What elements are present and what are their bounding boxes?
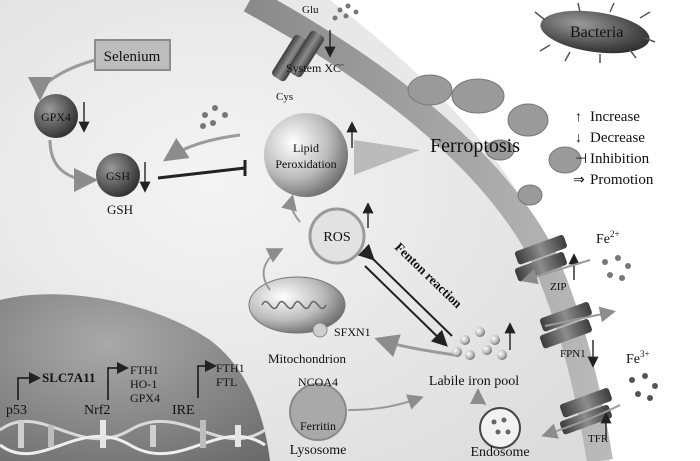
zip-import-arrow <box>521 259 591 285</box>
endosome-to-iron-arrow <box>470 388 487 406</box>
zip-label: ZIP <box>550 281 567 293</box>
slc7a11-label: SLC7A11 <box>42 370 95 385</box>
ncoa4-label: NCOA4 <box>298 375 338 389</box>
fe2-dots <box>602 255 631 281</box>
legend-symbol-decrease: ↓ <box>575 131 582 146</box>
ros-ball <box>308 207 366 265</box>
nrf2-target-3: GPX4 <box>130 391 160 405</box>
lysosome <box>289 383 347 441</box>
fe3-dots <box>629 373 658 401</box>
ferritin-label: Ferritin <box>300 419 336 433</box>
nrf2-target-2: HO-1 <box>130 377 157 391</box>
cell-membrane <box>243 0 613 461</box>
system-xc-label: System XC- <box>286 60 344 75</box>
endosome <box>479 407 521 449</box>
fpn1-label: FPN1 <box>560 348 586 360</box>
legend-label-promotion: Promotion <box>590 172 654 188</box>
gsh-inhibits-lipid-line <box>157 166 246 180</box>
gpx4-to-gsh-arrow <box>48 139 98 192</box>
ros-label: ROS <box>323 230 350 245</box>
legend-label-inhibition: Inhibition <box>590 151 650 167</box>
lipid-to-ferroptosis-arrow <box>354 140 420 175</box>
labile-iron-pool-label: Labile iron pool <box>429 374 519 389</box>
tfr-import-arrow <box>541 404 621 439</box>
gpx4-blob <box>34 94 78 138</box>
system-xc-transporter <box>272 30 324 82</box>
lysosome-to-iron-arrow <box>347 394 424 411</box>
fpn1-export-arrow <box>544 306 616 327</box>
iron-to-sfxn1-arrow <box>374 334 456 358</box>
mito-to-ros-arrow <box>262 248 284 291</box>
legend: ↑ Increase ↓ Decrease ⊣ Inhibition ⇒ Pro… <box>573 109 654 188</box>
p53-label: p53 <box>6 403 27 418</box>
dna-helix <box>0 419 266 456</box>
endosome-dots <box>491 417 511 435</box>
selenium-box <box>94 39 171 71</box>
glu-label: Glu <box>302 4 319 16</box>
ferroptosis-label: Ferroptosis <box>430 135 520 157</box>
lysosome-label: Lysosome <box>290 443 347 458</box>
bacteria-label: Bacteria <box>570 24 623 41</box>
lipid-label-1: Lipid <box>293 141 319 155</box>
nrf2-arrow <box>107 362 129 400</box>
gsh-label: GSH <box>106 169 130 183</box>
lipid-label-2: Peroxidation <box>275 157 336 171</box>
legend-symbol-increase: ↑ <box>575 110 582 125</box>
nrf2-label: Nrf2 <box>84 403 110 418</box>
p53-arrow <box>17 372 41 400</box>
tfr-label: TFR <box>588 433 609 445</box>
nrf2-target-1: FTH1 <box>130 363 159 377</box>
fenton-arrow-up <box>357 243 453 337</box>
mitochondrion <box>248 276 346 338</box>
membrane-blebs <box>407 74 582 206</box>
selenium-to-gpx4-arrow <box>28 58 96 101</box>
gsh-blob <box>96 153 140 197</box>
labile-iron-dots <box>452 327 507 360</box>
sfxn1-label: SFXN1 <box>334 325 371 339</box>
legend-label-decrease: Decrease <box>590 130 645 146</box>
ire-arrow <box>197 360 217 398</box>
fe3-label: Fe3+ <box>626 349 650 367</box>
gsh-shadow-label: GSH <box>107 202 133 217</box>
legend-symbol-inhibition: ⊣ <box>575 152 587 167</box>
bacteria <box>534 2 656 63</box>
cys-label: Cys <box>276 91 293 103</box>
selenium-label: Selenium <box>104 49 161 65</box>
gpx4-label: GPX4 <box>41 110 71 124</box>
ros-to-lipid-arrow <box>281 194 301 223</box>
ire-target-1: FTH1 <box>216 361 245 375</box>
ire-target-2: FTL <box>216 375 237 389</box>
fe2-label: Fe2+ <box>596 229 620 247</box>
legend-symbol-promotion: ⇒ <box>573 173 585 188</box>
glu-dots <box>332 3 359 21</box>
endosome-label: Endosome <box>470 445 529 460</box>
lipid-peroxidation-ball <box>264 113 348 197</box>
fenton-arrow-down <box>364 265 448 347</box>
cys-dots <box>200 105 228 129</box>
cys-to-gsh-arrow <box>163 133 241 162</box>
legend-label-increase: Increase <box>590 109 640 125</box>
ire-label: IRE <box>172 403 195 418</box>
nucleus <box>0 294 270 461</box>
mitochondrion-label: Mitochondrion <box>268 351 346 366</box>
